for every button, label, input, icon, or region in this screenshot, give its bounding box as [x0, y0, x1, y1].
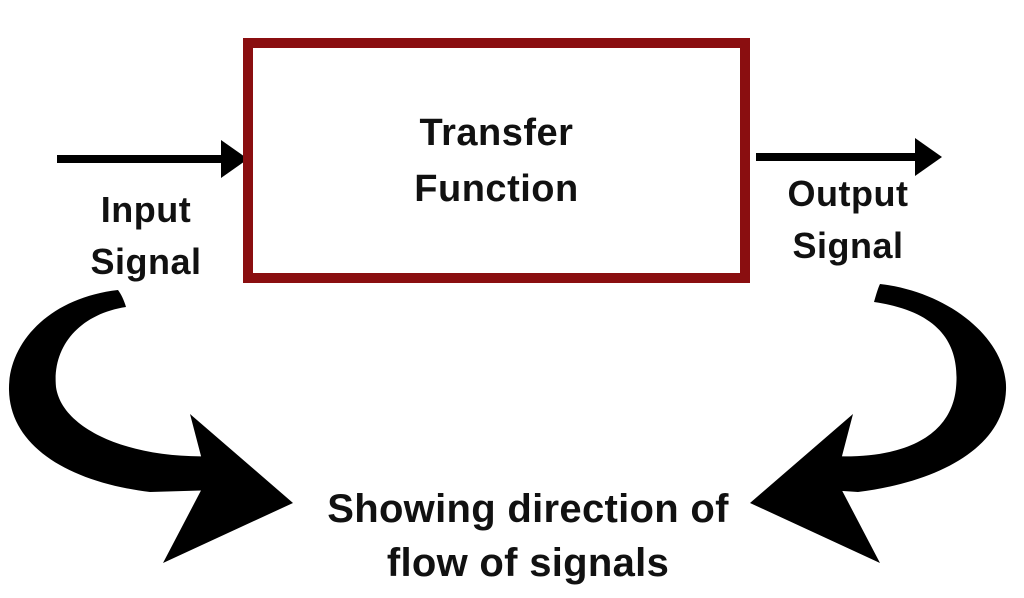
flow-direction-caption-line2: flow of signals — [386, 541, 670, 585]
input-signal-label: Input Signal — [90, 184, 201, 288]
flow-direction-caption-line1: Showing direction of — [327, 487, 729, 531]
left-curved-arrow-body — [8, 290, 218, 492]
input-arrow-icon — [57, 140, 248, 178]
output-signal-label-line1: Output — [787, 173, 909, 214]
flow-direction-caption: Showing direction of flow of signals — [327, 482, 729, 590]
transfer-function-label-line1: Transfer — [419, 111, 574, 154]
output-arrow-icon — [756, 138, 942, 176]
input-arrowhead — [221, 140, 248, 178]
transfer-function-block: Transfer Function — [243, 38, 750, 283]
output-arrow-shaft — [756, 153, 918, 161]
right-curved-arrow-body — [828, 284, 1007, 492]
left-curved-arrowhead — [163, 414, 293, 563]
input-arrow-shaft — [57, 155, 225, 163]
output-arrowhead — [915, 138, 942, 176]
input-signal-label-line2: Signal — [90, 241, 202, 282]
right-curved-arrowhead — [750, 414, 880, 563]
output-signal-label-line2: Signal — [792, 225, 904, 266]
output-signal-label: Output Signal — [788, 168, 909, 272]
input-signal-label-line1: Input — [100, 189, 192, 230]
left-curved-flow-arrow-icon — [8, 290, 293, 563]
transfer-function-label-line2: Function — [414, 167, 579, 210]
right-curved-flow-arrow-icon — [750, 284, 1007, 563]
